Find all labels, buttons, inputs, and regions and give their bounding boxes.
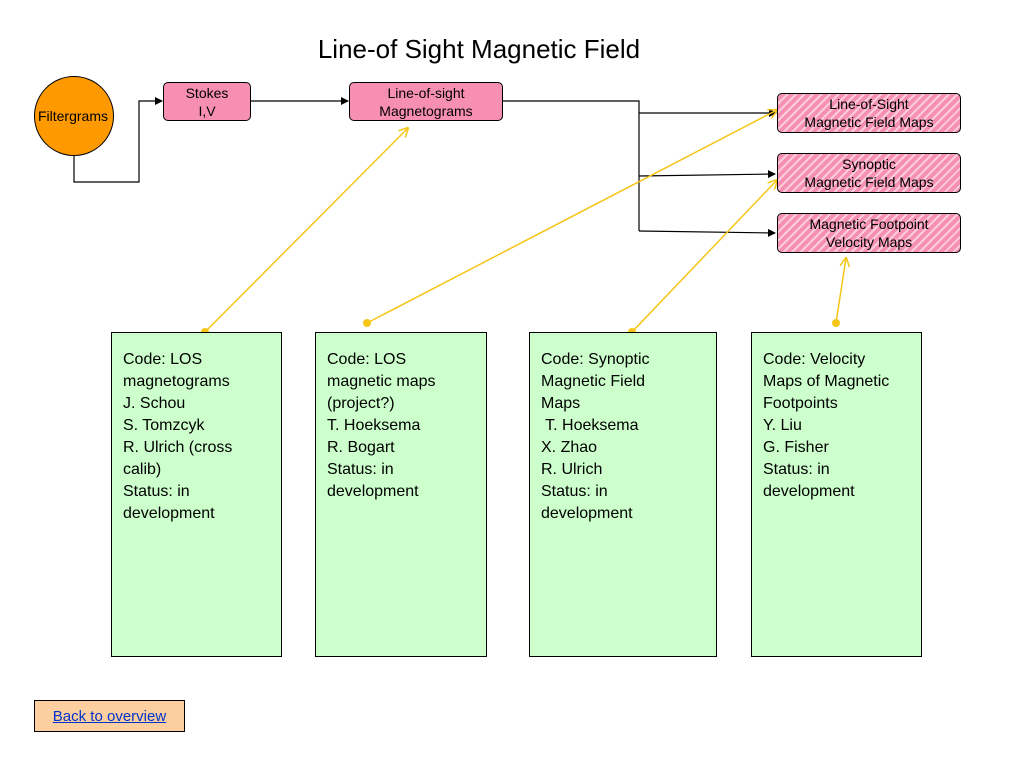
los-field-maps-line-1: Line-of-Sight	[829, 96, 909, 112]
card-line: R. Ulrich	[541, 461, 603, 478]
synoptic-maps-line-1: Synoptic	[842, 156, 896, 172]
card-line: development	[541, 505, 633, 522]
card-line: Status: in	[541, 483, 608, 500]
card-line: calib)	[123, 461, 162, 478]
code-card-velocity-maps: Code: Velocity Maps of Magnetic Footpoin…	[751, 332, 922, 657]
code-card-los-magnetograms: Code: LOS magnetograms J. Schou S. Tomzc…	[111, 332, 282, 657]
card-line: G. Fisher	[763, 439, 829, 456]
card-line: X. Zhao	[541, 439, 598, 456]
filtergrams-node: Filtergrams	[34, 76, 114, 156]
connector-filtergrams-stokes	[73, 97, 163, 183]
card-line: S. Tomzcyk	[123, 417, 205, 434]
los-magnetograms-line-2: Magnetograms	[379, 102, 473, 119]
pointer-los-magnetograms	[204, 128, 408, 333]
footpoint-velocity-maps-line-1: Magnetic Footpoint	[809, 216, 929, 232]
card-line: magnetograms	[123, 373, 230, 390]
code-card-synoptic-maps: Code: Synoptic Magnetic Field Maps T. Ho…	[529, 332, 717, 657]
back-to-overview-link[interactable]: Back to overview	[52, 707, 167, 725]
connector-to-synoptic-maps	[638, 170, 776, 179]
card-line: Maps of Magnetic	[763, 373, 890, 390]
page-title: Line-of Sight Magnetic Field	[317, 34, 641, 64]
card-line: Status: in	[763, 461, 830, 478]
card-line: R. Bogart	[327, 439, 395, 456]
card-line: T. Hoeksema	[327, 417, 421, 434]
card-line: Code: LOS	[327, 351, 407, 368]
card-line: Status: in	[123, 483, 190, 500]
pointer-velocity-maps	[835, 258, 846, 324]
card-line: magnetic maps	[327, 373, 436, 390]
stokes-node: Stokes I,V	[163, 82, 251, 121]
pointer-synoptic-maps	[631, 180, 777, 333]
card-line: R. Ulrich (cross	[123, 439, 233, 456]
back-to-overview-button[interactable]: Back to overview	[34, 700, 185, 732]
card-line: Code: Velocity	[763, 351, 866, 368]
card-line: Maps	[541, 395, 581, 412]
filtergrams-label: Filtergrams	[37, 108, 108, 124]
los-field-maps-node: Line-of-Sight Magnetic Field Maps	[777, 93, 961, 133]
stokes-line-1: Stokes	[185, 84, 229, 101]
card-line: Code: LOS	[123, 351, 203, 368]
card-line: J. Schou	[123, 395, 186, 412]
card-line: development	[327, 483, 419, 500]
synoptic-maps-node: Synoptic Magnetic Field Maps	[777, 153, 961, 193]
footpoint-velocity-maps-line-2: Velocity Maps	[825, 234, 913, 250]
connector-to-velocity-maps	[638, 228, 776, 237]
card-line: Footpoints	[763, 395, 838, 412]
los-magnetograms-line-1: Line-of-sight	[387, 84, 465, 101]
code-card-los-maps: Code: LOS magnetic maps (project?) T. Ho…	[315, 332, 487, 657]
card-line: Y. Liu	[763, 417, 802, 434]
card-line: Magnetic Field	[541, 373, 646, 390]
footpoint-velocity-maps-node: Magnetic Footpoint Velocity Maps	[777, 213, 961, 253]
card-line: Status: in	[327, 461, 394, 478]
stokes-line-2: I,V	[198, 102, 216, 119]
pointer-dot-los-maps	[363, 319, 371, 327]
connector-magnetograms-branch	[503, 100, 640, 231]
los-field-maps-line-2: Magnetic Field Maps	[804, 114, 934, 130]
synoptic-maps-line-2: Magnetic Field Maps	[804, 174, 934, 190]
pointer-dot-velocity-maps	[832, 319, 840, 327]
card-line: (project?)	[327, 395, 395, 412]
card-line: T. Hoeksema	[541, 417, 639, 434]
pointer-los-maps	[366, 110, 777, 324]
card-line: Code: Synoptic	[541, 351, 650, 368]
los-magnetograms-node: Line-of-sight Magnetograms	[349, 82, 503, 121]
card-line: development	[123, 505, 215, 522]
card-line: development	[763, 483, 855, 500]
